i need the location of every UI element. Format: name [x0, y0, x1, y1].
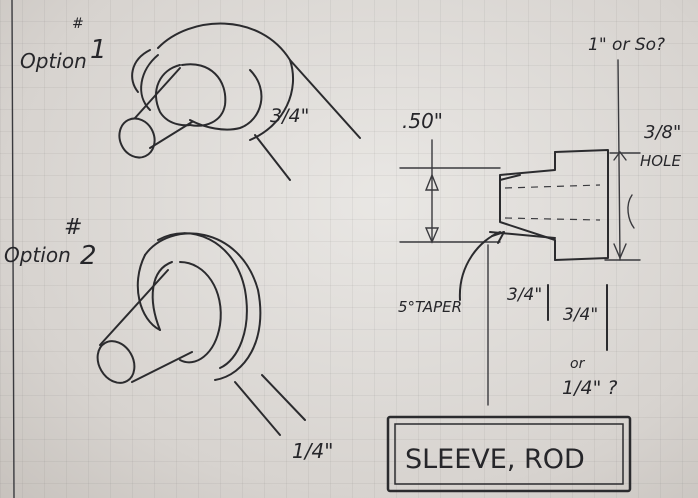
taper-note: 5°TAPER [398, 298, 462, 316]
top-dimension: .50" [402, 109, 443, 133]
option2-number: 2 [80, 241, 97, 271]
option2-drawing [96, 232, 306, 436]
title-label: SLEEVE, ROD [405, 444, 585, 475]
option1-cone-bottom [149, 121, 193, 149]
option2-cone-top [99, 269, 169, 346]
hole-dimension: 3/8" [644, 122, 681, 143]
option2-tip [96, 340, 136, 384]
option2-dim-line-b [261, 374, 306, 421]
margin-line [11, 0, 15, 498]
option1-cone-top [134, 67, 181, 119]
option1-label: Option [20, 49, 87, 73]
option2-flange-outer [144, 232, 262, 381]
section-drawing [399, 59, 641, 406]
length-c: 1/4" ? [562, 377, 617, 399]
option2-shoulder [179, 261, 222, 364]
hole-label: HOLE [640, 152, 681, 170]
option1-mark: # [72, 16, 84, 32]
length-a: 3/4" [507, 285, 542, 305]
title-box [386, 415, 632, 493]
hole-line-bottom [504, 217, 601, 221]
length-b: 3/4" [563, 305, 598, 325]
option1-flange-outer [157, 22, 295, 141]
option1-drawing [118, 22, 361, 181]
option2-dimension: 1/4" [292, 439, 333, 463]
option2-dim-line-a [234, 381, 281, 436]
overall-dimension: 1" or So? [588, 35, 665, 55]
option1-number: 1 [90, 35, 107, 65]
option1-dimension: 3/4" [270, 105, 309, 127]
option2-cone-bottom [131, 351, 193, 383]
dim-overall-line [617, 59, 621, 261]
hole-line-top [504, 184, 601, 189]
option1-tip [118, 117, 156, 159]
option1-extension-line [289, 59, 361, 139]
option2-mark: # [64, 215, 82, 240]
option1-shoulder [189, 69, 263, 131]
or-text: or [570, 356, 586, 372]
sleeve-outline-left [499, 151, 556, 261]
sleeve-outline-right [554, 149, 609, 261]
option2-label: Option [4, 243, 71, 267]
